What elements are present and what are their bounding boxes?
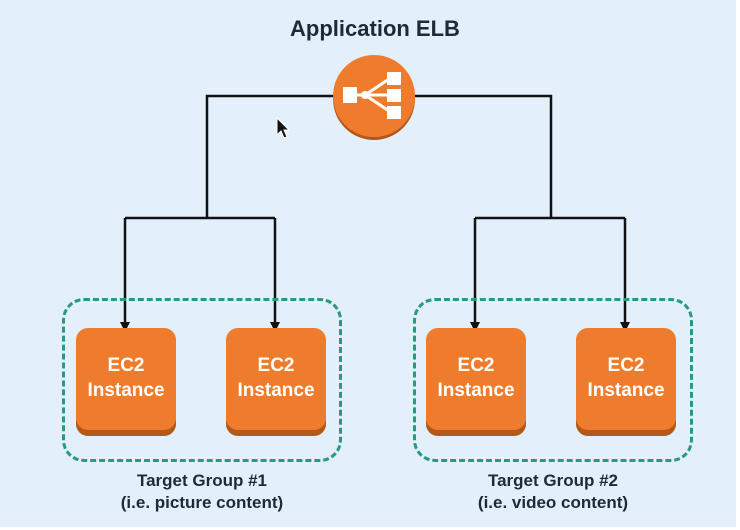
ec2-instance-label-line1: EC2 — [457, 355, 495, 377]
ec2-instance-label-line2: Instance — [437, 380, 515, 401]
ec2-instance-label-line2: Instance — [587, 380, 665, 401]
ec2-instance-1: EC2 Instance — [76, 328, 176, 430]
ec2-instance-label-line1: EC2 — [607, 355, 645, 377]
diagram-title: Application ELB — [290, 16, 460, 41]
target-group-1-name: Target Group #1 — [136, 471, 268, 490]
target-group-2-label: Target Group #2 (i.e. video content) — [413, 470, 693, 514]
ec2-instance-label-line2: Instance — [237, 380, 315, 401]
target-group-1-box — [62, 298, 342, 462]
frame-edge-right — [736, 0, 740, 530]
target-group-1-subtitle: (i.e. picture content) — [120, 493, 284, 513]
ec2-instance-label-line1: EC2 — [107, 355, 145, 377]
ec2-instance-4: EC2 Instance — [576, 328, 676, 430]
ec2-instance-3: EC2 Instance — [426, 328, 526, 430]
ec2-instance-label-line1: EC2 — [257, 355, 295, 377]
ec2-instance-label-line2: Instance — [87, 380, 165, 401]
connector-elb-to-group-1 — [205, 94, 335, 218]
mouse-pointer-icon — [276, 117, 290, 139]
target-group-2-subtitle: (i.e. video content) — [477, 493, 629, 513]
ec2-instance-2: EC2 Instance — [226, 328, 326, 430]
target-group-1-label: Target Group #1 (i.e. picture content) — [62, 470, 342, 514]
frame-edge-bottom — [0, 527, 740, 530]
target-group-2-box — [413, 298, 693, 462]
load-balancer-icon — [333, 55, 415, 137]
connector-elb-to-group-2 — [413, 94, 553, 218]
target-group-2-name: Target Group #2 — [487, 471, 619, 490]
